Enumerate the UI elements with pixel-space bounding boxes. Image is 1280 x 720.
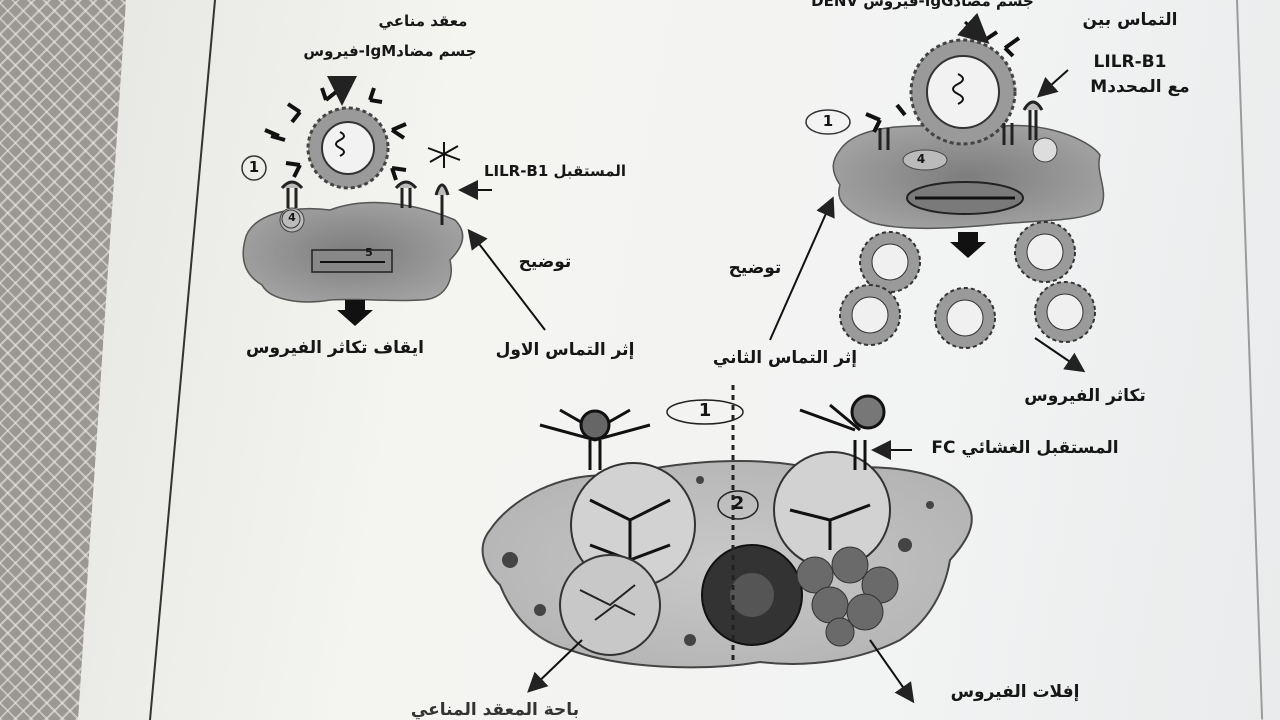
arrow-replication <box>1034 337 1086 373</box>
label-with-determinant: مع المحددM <box>1090 77 1190 97</box>
progeny-viruses <box>839 221 1096 349</box>
arrow-bottom-left <box>527 639 583 693</box>
granules <box>502 476 934 646</box>
label-virus-replication: تكاثر الفيروس <box>1024 386 1146 406</box>
label-stop-replication: ايقاف تكاثر الفيروس <box>245 338 424 358</box>
escaping-virions <box>796 546 899 647</box>
label-receptor: المستقبل LILR-B1 <box>483 162 627 180</box>
arrow-top-complex <box>957 12 990 45</box>
label-contact-between: التماس بين <box>1082 10 1178 30</box>
arrow-lilr <box>1037 69 1069 98</box>
label-top-right-complex: جسم مضادIgG-فيروس DENV <box>811 0 1034 10</box>
right-cell-group <box>832 26 1105 349</box>
left-receptors <box>280 180 450 225</box>
arrow-escape <box>869 639 915 704</box>
paper-border-line <box>149 0 216 720</box>
marker-4-left-circle <box>281 209 301 229</box>
arrow-second-contact <box>769 196 835 341</box>
marker-4-right: 4 <box>916 152 926 166</box>
marker-2-bottom: 2 <box>731 493 745 514</box>
label-first-contact: إثر التماس الاول <box>495 340 635 360</box>
marker-2-bottom-circle <box>717 490 759 520</box>
bottom-cell-group <box>481 385 973 669</box>
right-receptors <box>878 100 1044 150</box>
marker-5-left: 5 <box>365 246 373 259</box>
label-immune-complex-1: معقد مناعي <box>378 12 468 30</box>
label-second-contact: إثر التماس الثاني <box>712 348 858 368</box>
label-lilr-b1: LILR-B1 <box>1093 52 1167 72</box>
right-endosome <box>902 149 948 171</box>
marker-1-left: 1 <box>248 158 260 176</box>
marker-4-left: 4 <box>288 211 296 224</box>
label-bottom-partial: باحة المعقد المناعي <box>410 700 580 720</box>
marker-1-right-circle <box>805 109 851 135</box>
arrow-first-contact <box>467 228 546 331</box>
marker-1-bottom: 1 <box>698 400 712 421</box>
right-down-arrow <box>950 232 986 258</box>
fc-receptor-left <box>539 408 651 470</box>
fc-receptor-right <box>799 394 886 470</box>
right-vesicle <box>1032 137 1058 163</box>
marker-1-right: 1 <box>822 112 834 130</box>
label-virus-escape: إفلات الفيروس <box>950 682 1080 702</box>
label-immune-complex-2: جسم مضادIgM-فيروس <box>303 42 477 60</box>
label-membrane-receptor: المستقبل الغشائي FC <box>931 438 1119 458</box>
label-explanation-left: توضيح <box>518 252 572 272</box>
marker-1-bottom-circle <box>666 399 744 425</box>
left-cell-group <box>242 87 464 326</box>
right-virus-core <box>926 55 1000 129</box>
left-virus-core <box>321 121 375 175</box>
left-down-arrow <box>337 300 373 326</box>
marker-1-left-circle <box>241 155 267 181</box>
label-explanation-right: توضيح <box>728 258 782 278</box>
